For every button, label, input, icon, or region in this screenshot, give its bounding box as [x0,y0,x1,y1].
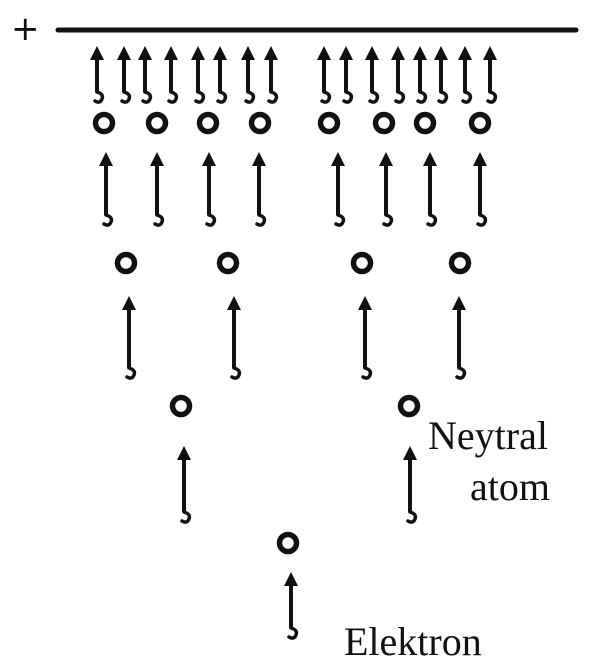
atom-level4-7 [413,111,437,135]
electron-level4-1 [99,152,114,227]
electron-level5-1 [90,46,105,104]
atom-level4-3 [196,111,220,135]
atom-level2-2 [397,394,421,418]
electron-level3-4 [452,296,467,380]
electron-level5-14 [434,46,449,104]
electron-level5-9 [317,46,332,104]
electron-level3-2 [227,296,242,380]
neutral-atom-label-line2: atom [470,464,550,509]
atom-level3-2 [216,251,240,275]
atom-level3-1 [114,251,138,275]
atom-level4-8 [468,111,492,135]
electron-level5-16 [483,46,498,104]
electron-level5-15 [458,46,473,104]
electron-level5-4 [164,46,179,104]
electron-level4-5 [331,152,346,227]
electron-level5-2 [117,46,132,104]
atom-level3-3 [350,251,374,275]
electron-level4-8 [473,152,488,227]
electron-level5-12 [391,46,406,104]
electron-level5-13 [413,46,428,104]
electron-level5-3 [138,46,153,104]
electron-level5-7 [241,46,256,104]
electron-level4-7 [423,152,438,227]
atom-level4-1 [92,111,116,135]
atom-level3-4 [448,251,472,275]
atom-level4-5 [317,111,341,135]
anode-plus-sign: + [11,9,40,49]
electron-level4-2 [150,152,165,227]
atom-level1 [276,531,300,555]
electron-level5-5 [191,46,206,104]
electron-level4-4 [252,152,267,227]
atom-level2-1 [169,394,193,418]
electron-label: Elektron [344,619,482,662]
electron-level1 [284,572,299,640]
electron-level5-8 [264,46,279,104]
electron-level5-11 [365,46,380,104]
atom-level4-6 [372,111,396,135]
electron-level3-3 [358,296,373,380]
atom-level4-2 [145,111,169,135]
atom-level4-4 [248,111,272,135]
electron-level5-6 [213,46,228,104]
electron-level2-1 [177,446,192,524]
electron-level4-3 [202,152,217,227]
neutral-atom-label-line1: Neytral [428,413,548,458]
electron-level2-2 [403,446,418,524]
electron-level5-10 [339,46,354,104]
electron-level3-1 [122,296,137,380]
electron-level4-6 [379,152,394,227]
